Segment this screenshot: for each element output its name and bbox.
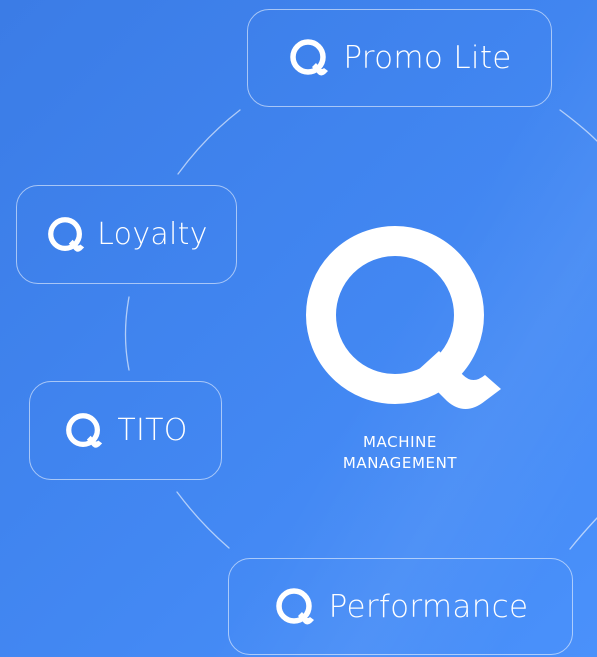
node-performance[interactable]: Performance	[228, 558, 573, 655]
node-promo-lite-label: Promo Lite	[343, 40, 512, 76]
node-tito[interactable]: TITO	[29, 381, 222, 480]
node-tito-label: TITO	[117, 413, 188, 448]
q-logo-icon	[48, 216, 85, 252]
arc-promo-to-loyalty	[177, 109, 241, 175]
arc-tito-to-performance	[176, 491, 230, 549]
node-promo-lite[interactable]: Promo Lite	[247, 9, 552, 107]
arc-promo-to-right	[559, 109, 597, 142]
arc-right-to-performance	[569, 517, 597, 550]
arc-loyalty-to-tito	[124, 296, 130, 371]
center-caption: MACHINE MANAGEMENT	[300, 432, 500, 474]
node-performance-label: Performance	[328, 588, 529, 625]
machine-management-logo-icon	[306, 226, 501, 409]
q-logo-icon	[275, 587, 314, 624]
node-loyalty[interactable]: Loyalty	[16, 185, 237, 284]
center-caption-line1: MACHINE	[362, 433, 437, 451]
q-logo-icon	[66, 412, 103, 448]
node-loyalty-label: Loyalty	[97, 217, 208, 252]
q-logo-icon	[290, 39, 329, 76]
center-caption-line2: MANAGEMENT	[342, 454, 458, 472]
